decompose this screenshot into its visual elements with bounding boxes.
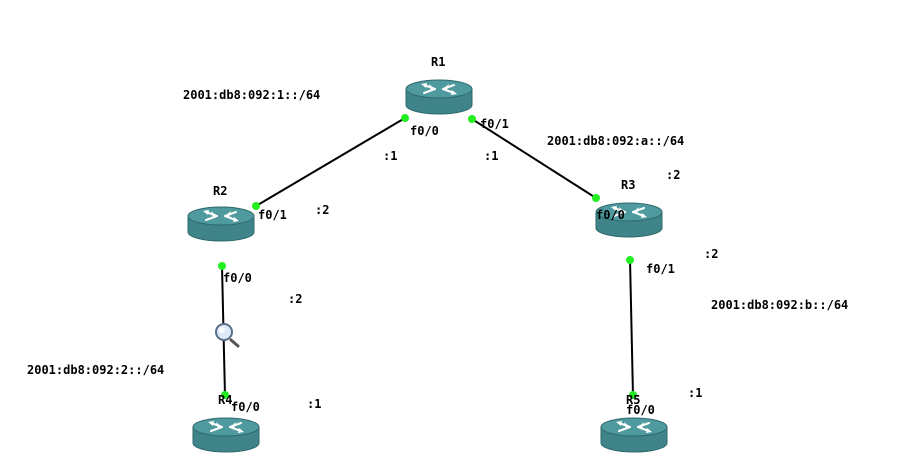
link-r1-r2[interactable] [255,117,406,207]
interface-r5-f00: f0/0 [626,403,655,417]
host-id-r2-to-r4: :2 [288,292,303,306]
port-dot-r3-f01[interactable] [626,256,634,264]
link-r3-r5[interactable] [629,258,634,397]
interface-r2-f01: f0/1 [258,208,287,222]
link-r1-r3[interactable] [471,118,597,199]
port-dot-r5-f00[interactable] [629,391,637,399]
router-r2-icon[interactable] [187,206,255,242]
host-id-r3-to-r1: :2 [666,168,681,182]
network-label-r3-r5: 2001:db8:092:b::/64 [711,298,849,312]
router-r1-icon[interactable] [405,79,473,115]
interface-r1-f01: f0/1 [480,117,509,131]
port-dot-r4-f00[interactable] [221,391,229,399]
network-label-r1-r3: 2001:db8:092:a::/64 [547,134,685,148]
magnifier-capture-icon[interactable] [215,323,240,348]
host-id-r4-to-r2: :1 [307,397,322,411]
host-id-r2-to-r1: :2 [315,203,330,217]
router-r4-icon[interactable] [192,417,260,453]
host-id-r1-to-r3: :1 [484,149,499,163]
port-dot-r2-f00[interactable] [218,262,226,270]
router-r5-icon[interactable] [600,417,668,453]
host-id-r5-to-r3: :1 [688,386,703,400]
port-dot-r1-f00[interactable] [401,114,409,122]
host-id-r3-to-r5: :2 [704,247,719,261]
router-r3-name: R3 [621,178,636,192]
interface-r2-f00: f0/0 [223,271,252,285]
host-id-r1-to-r2: :1 [383,149,398,163]
router-r4-name: R4 [218,393,233,407]
port-dot-r3-f00[interactable] [592,194,600,202]
interface-r3-f01: f0/1 [646,262,675,276]
network-label-r1-r2: 2001:db8:092:1::/64 [183,88,321,102]
interface-r3-f00: f0/0 [596,208,625,222]
port-dot-r1-f01[interactable] [468,115,476,123]
interface-r4-f00: f0/0 [231,400,260,414]
network-label-r2-r4: 2001:db8:092:2::/64 [27,363,165,377]
interface-r1-f00: f0/0 [410,124,439,138]
router-r5-name: R5 [626,393,641,407]
port-dot-r2-f01[interactable] [252,202,260,210]
router-r1-name: R1 [431,55,446,69]
router-r2-name: R2 [213,184,228,198]
